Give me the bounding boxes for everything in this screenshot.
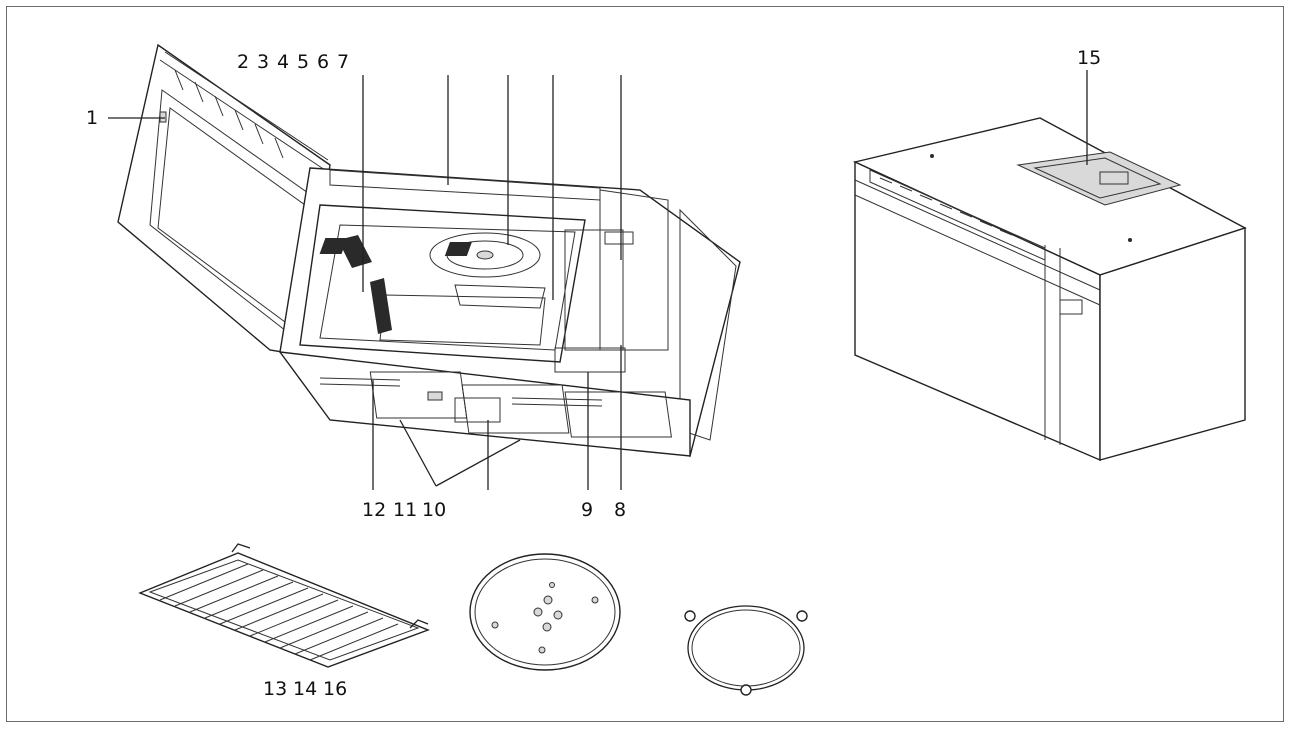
door-latch: [159, 111, 167, 123]
figure-frame: [6, 6, 1284, 722]
callout-10: 10: [422, 499, 446, 521]
microwave-body: [278, 167, 741, 457]
callout-14: 14: [293, 678, 317, 700]
glass-turntable: [469, 553, 621, 671]
callout-11: 11: [393, 499, 417, 521]
callout-4: 4: [277, 51, 289, 73]
door: [117, 43, 331, 356]
callout-9: 9: [581, 499, 593, 521]
callout-2: 2: [237, 51, 249, 73]
leader-lines: [108, 75, 622, 490]
roller-ring: [684, 605, 808, 696]
wire-rack: [138, 543, 430, 668]
callout-12: 12: [362, 499, 386, 521]
callout-1: 1: [86, 107, 98, 129]
open-microwave-drawing: [108, 43, 741, 490]
callout-13: 13: [263, 678, 287, 700]
callout-6: 6: [317, 51, 329, 73]
callout-labels: 1 2 3 4 5 6 7 8 9 10 11 12 13 14 15 16: [86, 47, 1101, 700]
callout-16: 16: [323, 678, 347, 700]
callout-8: 8: [614, 499, 626, 521]
callout-7: 7: [337, 51, 349, 73]
callout-15: 15: [1077, 47, 1101, 69]
closed-microwave-drawing: [852, 70, 1247, 462]
callout-3: 3: [257, 51, 269, 73]
callout-5: 5: [297, 51, 309, 73]
